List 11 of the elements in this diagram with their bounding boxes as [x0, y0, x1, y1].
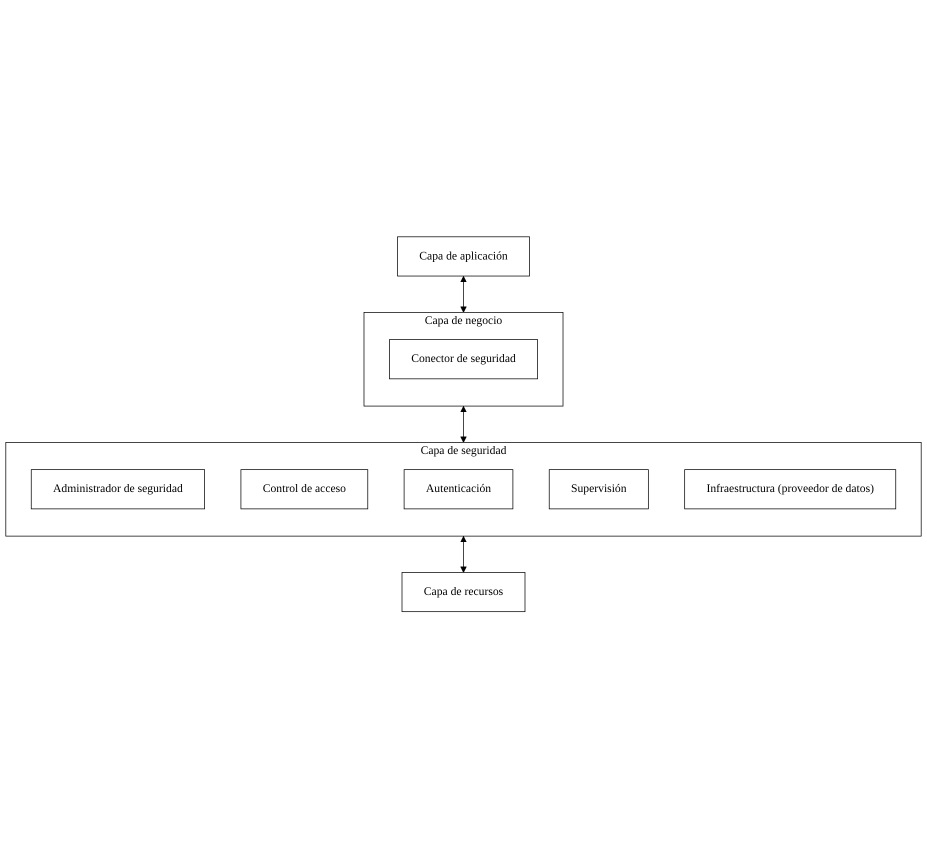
node-box: Supervisión [548, 470, 649, 510]
node-box: Control de acceso [240, 470, 368, 510]
node-box: Administrador de seguridad [30, 470, 205, 510]
arrow [460, 406, 467, 443]
node-box: Capa de aplicación [397, 236, 530, 277]
node-box: Capa de recursos [402, 572, 526, 612]
arrow [460, 276, 467, 313]
arrow [460, 536, 467, 573]
node-box: Conector de seguridad [389, 340, 538, 380]
node-box: Autenticación [404, 470, 514, 510]
node-box: Infraestructura (proveedor de datos) [684, 470, 896, 510]
